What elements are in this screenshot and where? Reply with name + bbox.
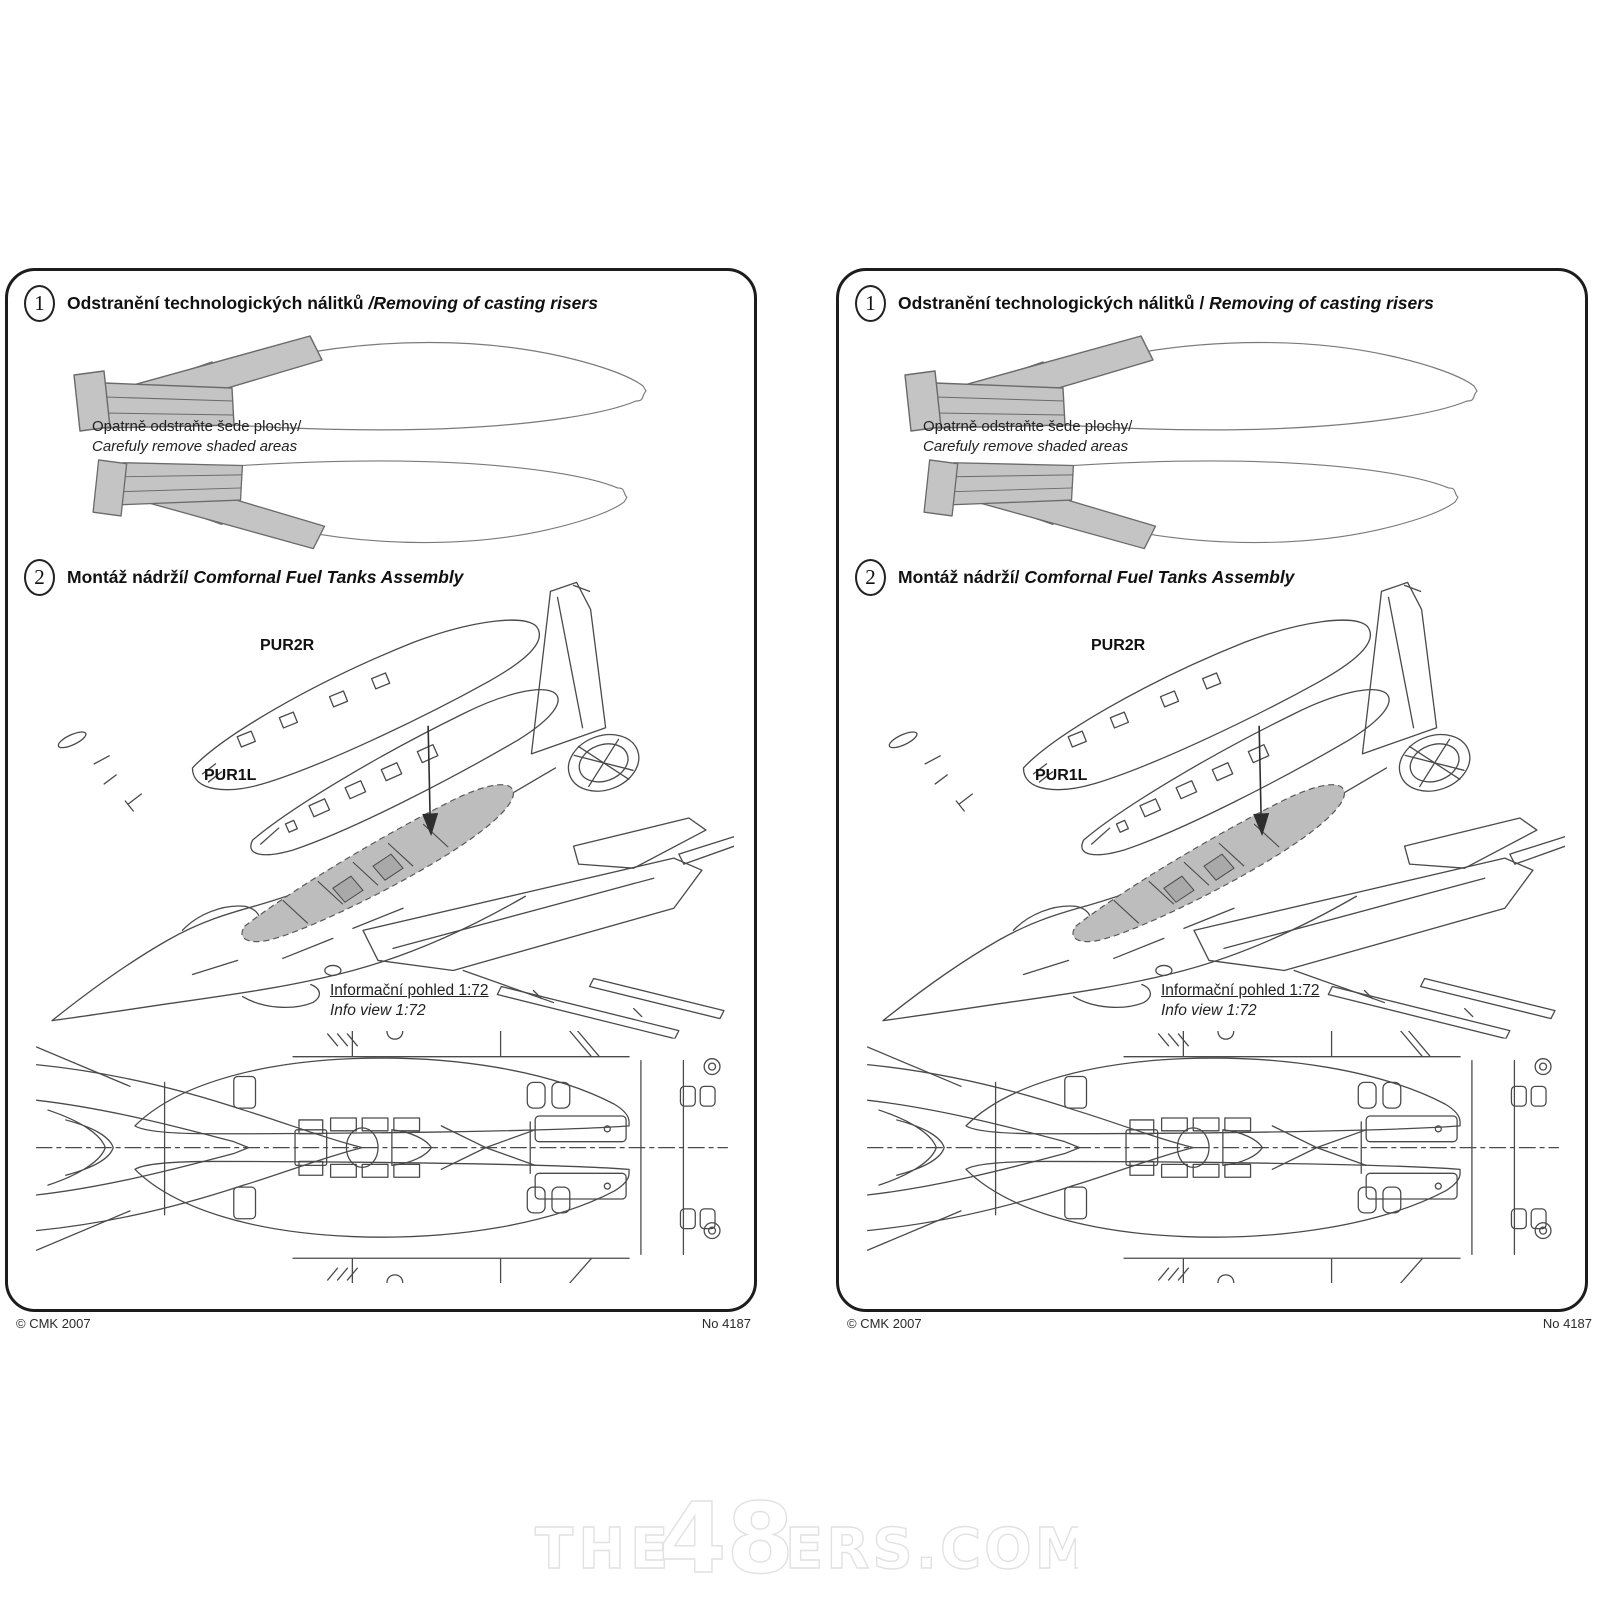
copyright-right: © CMK 2007 xyxy=(847,1316,922,1331)
step2-title-en: Comfornal Fuel Tanks Assembly xyxy=(193,567,464,587)
info-view-caption: Informační pohled 1:72 Info view 1:72 xyxy=(330,981,489,1021)
part-label-pur2r: PUR2R xyxy=(1091,637,1146,654)
info-view-caption-en: Info view 1:72 xyxy=(1161,1002,1257,1020)
remove-shaded-note-en: Carefuly remove shaded areas xyxy=(923,437,1129,455)
watermark: THE 48 ERS.COM xyxy=(534,1486,1078,1586)
step2-title-en: Comfornal Fuel Tanks Assembly xyxy=(1024,567,1295,587)
step2-number-badge: 2 xyxy=(24,559,55,596)
step1-title-en: /Removing of casting risers xyxy=(368,293,598,313)
watermark-part3: ERS.COM xyxy=(785,1517,1078,1582)
step1-number-badge: 1 xyxy=(24,285,55,322)
instruction-panel-left: 1 Odstranění technologických nálitků /Re… xyxy=(5,268,757,1312)
aircraft-assembly-drawing xyxy=(32,577,734,1039)
step2-title: Montáž nádrží/ Comfornal Fuel Tanks Asse… xyxy=(67,567,463,588)
step1-title-cz: Odstranění technologických nálitků xyxy=(67,293,369,313)
casting-riser-diagram-bottom xyxy=(60,459,660,557)
step1-header: 1 Odstranění technologických nálitků / R… xyxy=(855,285,1434,322)
info-view-caption-cz: Informační pohled 1:72 xyxy=(1161,982,1320,999)
step2-title-cz: Montáž nádrží/ xyxy=(898,567,1025,587)
step1-title: Odstranění technologických nálitků /Remo… xyxy=(67,293,598,314)
part-label-pur2r: PUR2R xyxy=(260,637,315,654)
step1-title-en: Removing of casting risers xyxy=(1209,293,1434,313)
watermark-part1: THE xyxy=(535,1517,673,1582)
step2-title: Montáž nádrží/ Comfornal Fuel Tanks Asse… xyxy=(898,567,1294,588)
remove-shaded-note: Opatrně odstraňte šede plochy/ Carefuly … xyxy=(92,417,301,456)
copyright-left: © CMK 2007 xyxy=(16,1316,91,1331)
instruction-panel-right: 1 Odstranění technologických nálitků / R… xyxy=(836,268,1588,1312)
step2-header: 2 Montáž nádrží/ Comfornal Fuel Tanks As… xyxy=(855,559,1294,596)
step2-header: 2 Montáž nádrží/ Comfornal Fuel Tanks As… xyxy=(24,559,463,596)
plan-view-drawing xyxy=(867,1031,1559,1283)
sheet-number-left: No 4187 xyxy=(701,1316,751,1331)
plan-view-drawing xyxy=(36,1031,728,1283)
remove-shaded-note-en: Carefuly remove shaded areas xyxy=(92,437,298,455)
aircraft-assembly-drawing xyxy=(863,577,1565,1039)
part-label-pur1l: PUR1L xyxy=(204,767,257,784)
remove-shaded-note-cz: Opatrně odstraňte šede plochy/ xyxy=(92,418,302,435)
step1-number-badge: 1 xyxy=(855,285,886,322)
step2-title-cz: Montáž nádrží/ xyxy=(67,567,194,587)
sheet-number-right: No 4187 xyxy=(1542,1316,1592,1331)
casting-riser-diagram-bottom xyxy=(891,459,1491,557)
remove-shaded-note: Opatrně odstraňte šede plochy/ Carefuly … xyxy=(923,417,1132,456)
step1-title-cz: Odstranění technologických nálitků / xyxy=(898,293,1210,313)
info-view-caption: Informační pohled 1:72 Info view 1:72 xyxy=(1161,981,1320,1021)
step1-title: Odstranění technologických nálitků / Rem… xyxy=(898,293,1434,314)
step2-number-badge: 2 xyxy=(855,559,886,596)
info-view-caption-cz: Informační pohled 1:72 xyxy=(330,982,489,999)
part-label-pur1l: PUR1L xyxy=(1035,767,1088,784)
step1-header: 1 Odstranění technologických nálitků /Re… xyxy=(24,285,598,322)
remove-shaded-note-cz: Opatrně odstraňte šede plochy/ xyxy=(923,418,1133,435)
info-view-caption-en: Info view 1:72 xyxy=(330,1002,426,1020)
watermark-part2: 48 xyxy=(659,1486,794,1586)
